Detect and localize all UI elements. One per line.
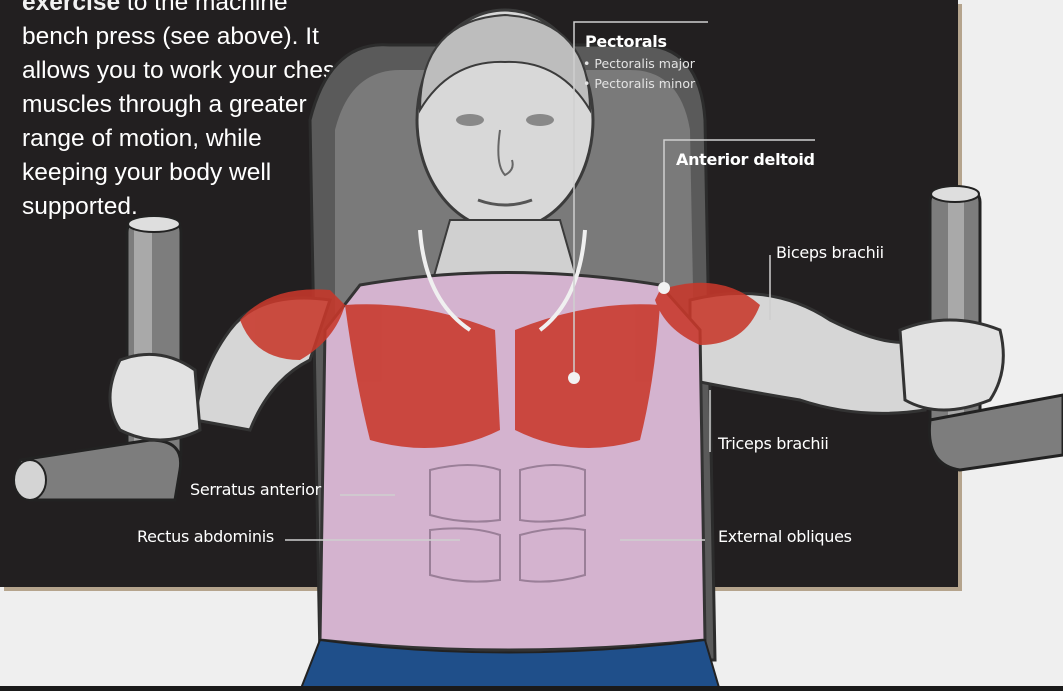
right-hand (900, 320, 1003, 410)
left-pectoral-muscle (345, 304, 500, 448)
rectus-abdominis-label: Rectus abdominis (137, 527, 274, 546)
biceps-brachii-label: Biceps brachii (776, 243, 884, 262)
anterior-deltoid-label: Anterior deltoid (676, 150, 815, 169)
external-obliques-label: External obliques (718, 527, 852, 546)
head (417, 10, 593, 230)
left-hand (110, 354, 200, 440)
triceps-brachii-label: Triceps brachii (718, 434, 829, 453)
pectoralis-minor-label: • Pectoralis minor (583, 76, 695, 91)
deltoid-dot (658, 282, 670, 294)
pectoralis-major-label: • Pectoralis major (583, 56, 695, 71)
pectorals-dot (568, 372, 580, 384)
serratus-anterior-label: Serratus anterior (190, 480, 321, 499)
pectorals-title: Pectorals (585, 32, 667, 51)
bottom-border (0, 686, 1063, 691)
right-pectoral-muscle (515, 304, 660, 448)
